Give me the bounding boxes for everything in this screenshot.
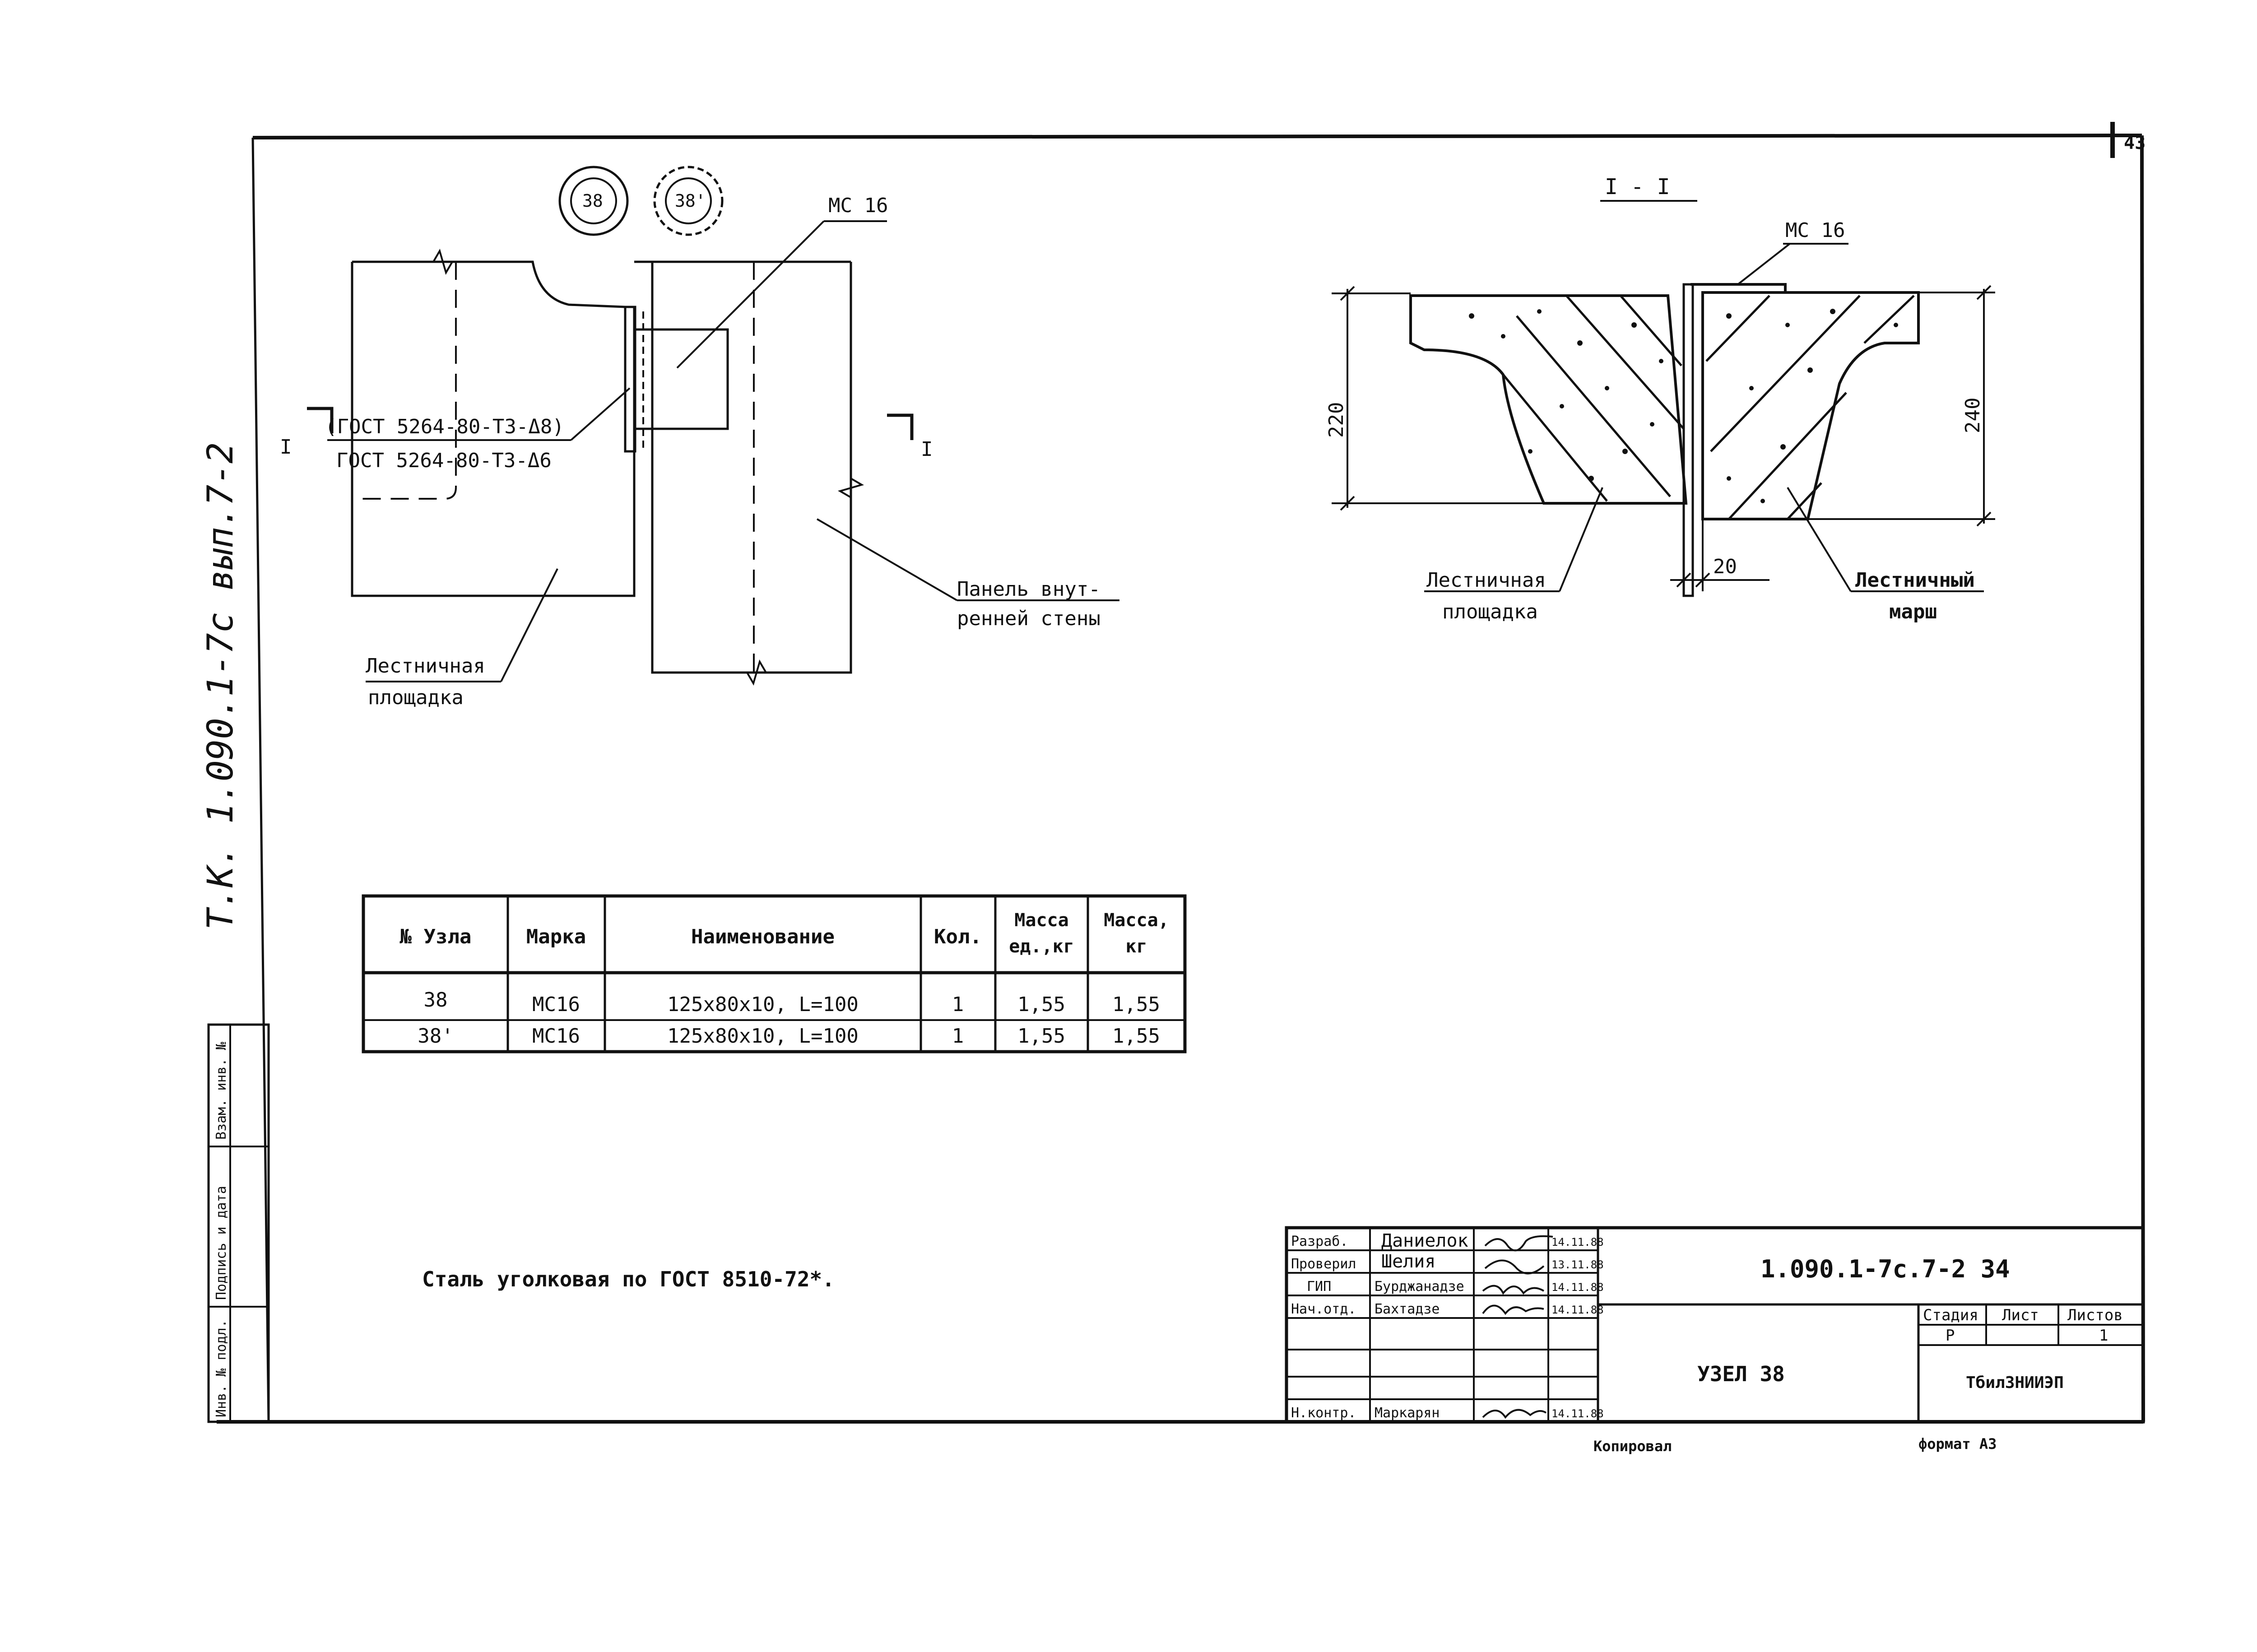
svg-text:13.11.88: 13.11.88	[1551, 1258, 1604, 1271]
footer-format: формат А3	[1918, 1435, 1997, 1452]
svg-text:38': 38'	[418, 1025, 453, 1048]
plan-section-mark-left: I	[280, 436, 292, 459]
table-header-mark: Марка	[526, 925, 586, 948]
svg-text:1: 1	[952, 1025, 964, 1048]
svg-text:Нач.отд.: Нач.отд.	[1291, 1301, 1356, 1317]
tb-signatures	[1482, 1235, 1553, 1419]
svg-text:Даниелок: Даниелок	[1381, 1230, 1468, 1251]
svg-text:Проверил: Проверил	[1291, 1256, 1356, 1272]
drawing-title: УЗЕЛ 38	[1697, 1362, 1785, 1386]
table-header-unit-mass: Масса ед.,кг	[1009, 910, 1074, 957]
weld-label-top: (ГОСТ 5264-80-Т3-Δ8)	[325, 415, 564, 438]
left-stamp: Инв. № подл. Подпись и дата Взам. инв. №	[207, 1023, 270, 1423]
sheets-header: Листов	[2067, 1306, 2123, 1324]
svg-text:Маркарян: Маркарян	[1375, 1405, 1440, 1421]
stamp-inv-label: Инв. № подл.	[214, 1319, 229, 1417]
page-number: 43	[2124, 133, 2146, 153]
section-plate-label: МС 16	[1785, 219, 1845, 242]
tb-names: Даниелок Шелия Бурджанадзе Бахтадзе Марк…	[1375, 1230, 1468, 1421]
svg-text:1,55: 1,55	[1112, 993, 1160, 1016]
table-row: 38' МС16 125х80х10, L=100 1 1,55 1,55	[418, 1025, 1160, 1048]
svg-text:Шелия: Шелия	[1381, 1251, 1435, 1272]
plan-section-mark-right: I	[921, 438, 933, 461]
svg-text:Бахтадзе: Бахтадзе	[1375, 1301, 1440, 1317]
plan-plate-label: МС 16	[828, 194, 888, 217]
sheet-frame	[217, 122, 2145, 1424]
svg-text:38: 38	[424, 988, 448, 1012]
section-landing-label-line1: Лестничная	[1426, 569, 1546, 592]
section-dim-right: 240	[1961, 398, 1984, 433]
svg-text:Н.контр.: Н.контр.	[1291, 1405, 1356, 1421]
node-mark-38-prime: 38'	[653, 166, 724, 236]
stamp-signature-label: Подпись и дата	[214, 1186, 229, 1300]
title-block: Разраб. Проверил ГИП Нач.отд. Н.контр. Д…	[1285, 1226, 2145, 1424]
spec-table: № Узла Марка Наименование Кол. Масса ед.…	[362, 894, 1187, 1053]
section-title: I - I	[1605, 174, 1670, 200]
plan-view: 38 38' I I (ГОСТ 5264-80-Т3-Δ8) ГОСТ 526…	[280, 166, 1119, 709]
march-aggregate	[1726, 309, 1898, 503]
svg-text:125х80х10, L=100: 125х80х10, L=100	[667, 993, 859, 1016]
section-dim-gap: 20	[1713, 555, 1737, 578]
table-header-mass: Масса, кг	[1104, 910, 1169, 957]
section-march-label-line2: марш	[1889, 600, 1937, 623]
stage-header: Стадия	[1923, 1306, 1978, 1324]
panel-label-line1: Панель внут-	[957, 578, 1101, 601]
stamp-replace-label: Взам. инв. №	[214, 1042, 229, 1140]
table-header-name: Наименование	[691, 925, 835, 948]
panel-label-line2: ренней стены	[957, 607, 1101, 630]
sheets-value: 1	[2099, 1327, 2108, 1345]
svg-text:Бурджанадзе: Бурджанадзе	[1375, 1279, 1464, 1295]
svg-text:38: 38	[582, 191, 603, 211]
svg-text:14.11.88: 14.11.88	[1551, 1407, 1604, 1420]
svg-text:1,55: 1,55	[1112, 1025, 1160, 1048]
section-march-label-line1: Лестничный	[1855, 569, 1975, 592]
plan-landing-label-line1: Лестничная	[366, 654, 485, 678]
document-code: 1.090.1-7с.7-2 34	[1760, 1255, 2010, 1283]
footer-copied: Копировал	[1593, 1438, 1672, 1455]
stage-value: Р	[1946, 1327, 1955, 1345]
svg-text:1,55: 1,55	[1017, 993, 1065, 1016]
plan-landing-label-line2: площадка	[368, 686, 464, 709]
svg-text:38': 38'	[675, 191, 706, 211]
side-note: Т.К. 1.090.1-7с вып.7-2	[200, 442, 241, 930]
march-hatch	[1705, 295, 1915, 520]
svg-text:ГИП: ГИП	[1307, 1279, 1331, 1295]
svg-text:1: 1	[952, 993, 964, 1016]
organization: ТбилЗНИИЭП	[1966, 1374, 2064, 1392]
tb-roles: Разраб. Проверил ГИП Нач.отд. Н.контр.	[1291, 1234, 1356, 1421]
svg-text:14.11.88: 14.11.88	[1551, 1281, 1604, 1294]
section-view: I - I МС 16	[1325, 174, 1995, 623]
section-dim-left: 220	[1325, 402, 1348, 438]
landing-aggregate	[1469, 309, 1663, 481]
svg-text:125х80х10, L=100: 125х80х10, L=100	[667, 1025, 859, 1048]
tb-dates: 14.11.88 13.11.88 14.11.88 14.11.88 14.1…	[1551, 1236, 1604, 1420]
table-header-node: № Узла	[400, 925, 472, 948]
section-landing-label-line2: площадка	[1442, 600, 1538, 623]
svg-text:Разраб.: Разраб.	[1291, 1234, 1348, 1249]
table-header-qty: Кол.	[934, 925, 982, 948]
sheet-header: Лист	[2002, 1306, 2039, 1324]
node-mark-38: 38	[558, 166, 629, 236]
weld-label-bottom: ГОСТ 5264-80-Т3-Δ6	[336, 449, 552, 472]
svg-text:1,55: 1,55	[1017, 1025, 1065, 1048]
table-row: 38 МС16 125х80х10, L=100 1 1,55 1,55	[424, 988, 1160, 1016]
svg-text:МС16: МС16	[532, 1025, 580, 1048]
svg-text:МС16: МС16	[532, 993, 580, 1016]
steel-note: Сталь уголковая по ГОСТ 8510-72*.	[422, 1267, 835, 1291]
svg-text:14.11.88: 14.11.88	[1551, 1236, 1604, 1248]
svg-text:14.11.88: 14.11.88	[1551, 1304, 1604, 1316]
